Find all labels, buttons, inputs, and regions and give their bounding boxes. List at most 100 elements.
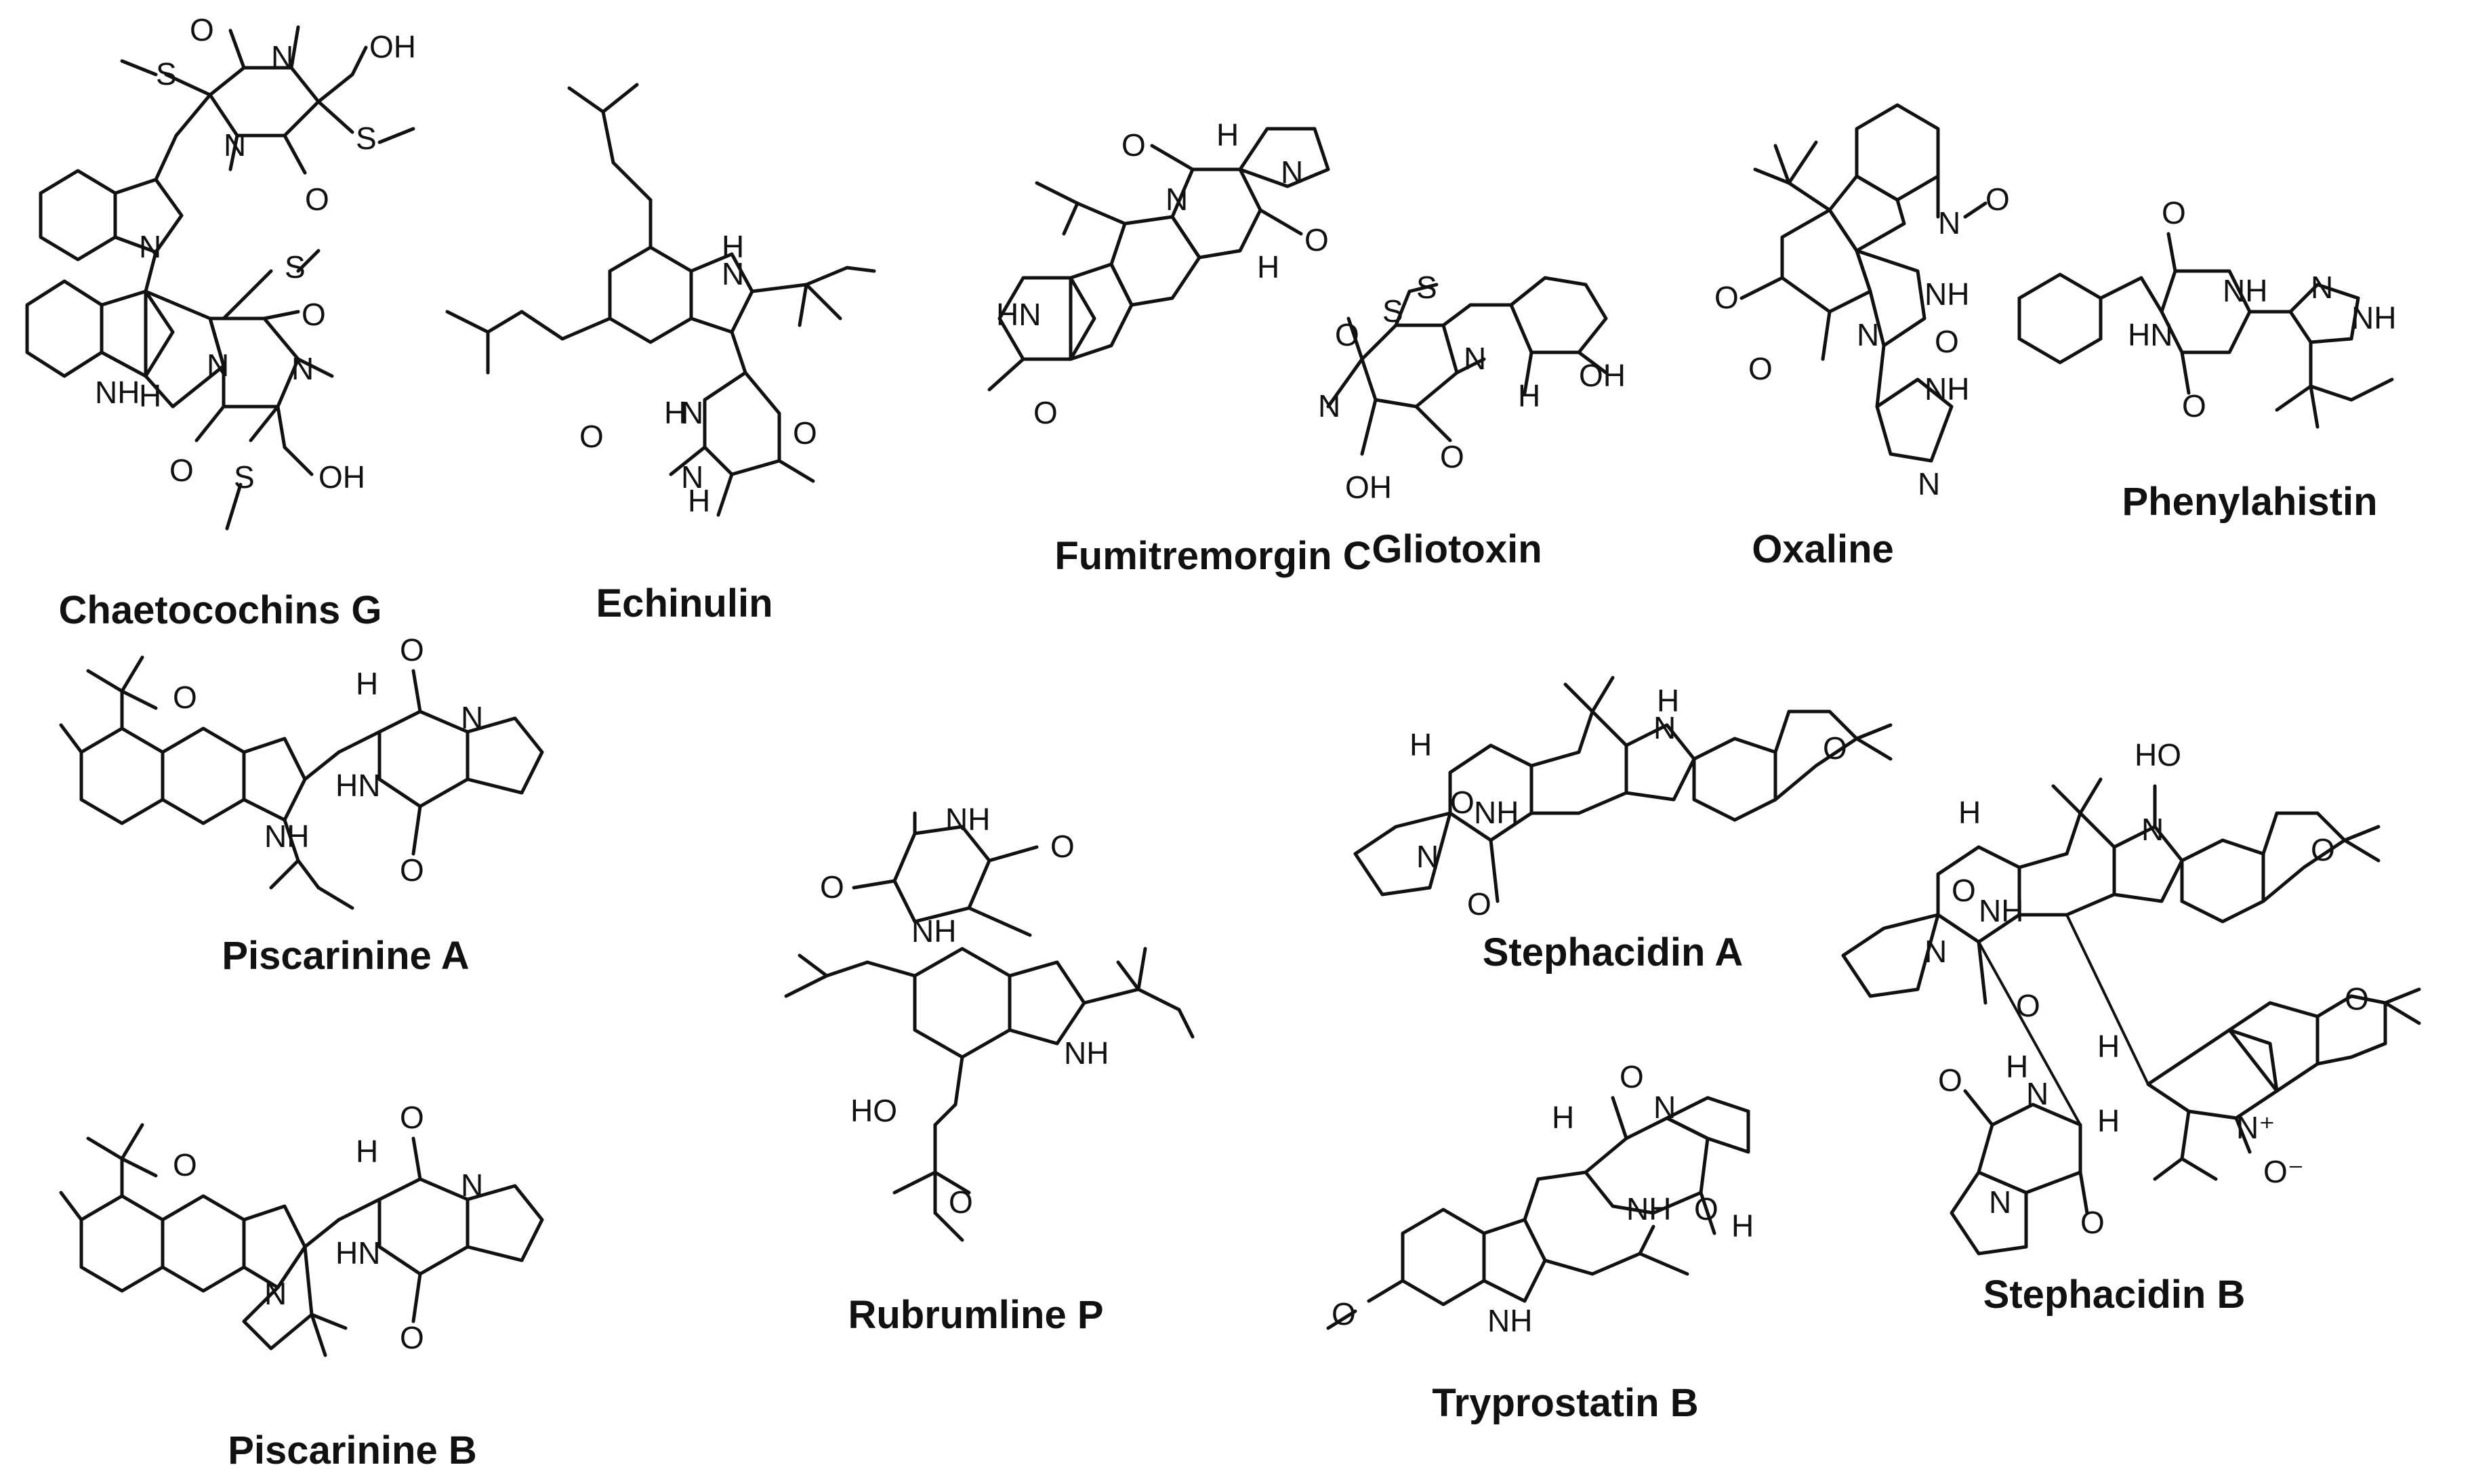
structure-rubrumline-p: NH O O NH NH HO O Rubrumline P [784, 802, 1195, 1337]
atom-o: O [949, 1184, 973, 1220]
atom-n: N [722, 256, 744, 291]
atom-s: S [1382, 293, 1403, 329]
atom-s: S [356, 121, 377, 156]
atom-nh: NH [1979, 893, 2023, 928]
atom-n: N [1464, 341, 1486, 376]
compound-name: Piscarinine B [228, 1428, 476, 1472]
atom-n: N [461, 700, 483, 735]
atom-hn: HN [335, 768, 380, 803]
atom-n: N [291, 351, 314, 386]
atom-o: O [1467, 886, 1491, 922]
atom-o: O [302, 297, 326, 332]
atom-n: N [1318, 388, 1340, 424]
atom-n: N [2141, 812, 2164, 847]
atom-nh: NH [1924, 276, 1969, 312]
atom-o: O [1332, 1296, 1356, 1332]
atom-s: S [156, 56, 177, 91]
atom-o: O [1985, 182, 2010, 217]
atom-h: H [356, 666, 378, 701]
atom-n: N [1989, 1184, 2011, 1220]
atom-o: O [400, 1320, 424, 1355]
compound-name: Rubrumline P [848, 1293, 1103, 1337]
compound-name: Fumitremorgin C [1054, 534, 1371, 578]
atom-n: N [1166, 182, 1188, 217]
atom-h: H [664, 395, 686, 430]
compound-name: Tryprostatin B [1432, 1381, 1698, 1425]
atom-nh: NH [2351, 300, 2396, 335]
atom-h: H [1958, 795, 1981, 830]
atom-o: O [820, 869, 844, 905]
atom-o-minus: O⁻ [2263, 1154, 2304, 1189]
compound-name: Echinulin [596, 581, 773, 625]
atom-o: O [1823, 730, 1847, 766]
atom-o: O [2345, 981, 2369, 1016]
structure-chaetocochins-g: S O N OH S N O N S O N NH H N O OH S Cha… [25, 12, 416, 632]
compound-name: Stephacidin A [1483, 930, 1744, 974]
atom-o: O [2162, 195, 2186, 230]
atom-o: O [1033, 395, 1058, 430]
atom-o: O [579, 419, 604, 454]
compound-name: Stephacidin B [1983, 1273, 2246, 1317]
atom-o: O [190, 12, 214, 47]
atom-oh: OH [1579, 358, 1626, 393]
atom-o: O [400, 1100, 424, 1135]
atom-h: H [356, 1134, 378, 1169]
atom-n-plus: N⁺ [2236, 1110, 2275, 1145]
atom-o: O [1304, 222, 1329, 257]
atom-s: S [1416, 270, 1437, 305]
atom-hn: HN [2128, 317, 2172, 352]
atom-n: N [2026, 1076, 2048, 1111]
atom-nh: NH [1474, 795, 1519, 830]
atom-n: N [207, 348, 229, 383]
atom-o: O [1938, 1063, 1962, 1098]
atom-h: H [1657, 683, 1679, 718]
atom-nh: NH [945, 802, 990, 837]
structure-gliotoxin: S S O N H OH N OH O Gliotoxin [1318, 270, 1626, 571]
atom-o: O [1450, 785, 1475, 820]
compound-name: Chaetocochins G [59, 588, 382, 632]
atom-o: O [1952, 873, 1976, 908]
atom-s: S [234, 459, 255, 495]
structure-piscarinine-b: H O O N HN N O Piscarinine B [59, 1100, 544, 1472]
atom-o: O [400, 852, 424, 888]
atom-oh: OH [1345, 470, 1392, 505]
atom-n: N [461, 1168, 483, 1203]
atom-n: N [681, 459, 703, 495]
atom-n: N [271, 39, 293, 75]
atom-o: O [793, 415, 817, 451]
atom-n: N [1281, 154, 1303, 190]
atom-o: O [1694, 1191, 1718, 1227]
atom-n: N [2311, 270, 2333, 305]
atom-n: N [1918, 466, 1940, 501]
structure-piscarinine-a: H O O N HN NH O Piscarinine A [59, 632, 544, 978]
atom-o: O [2016, 988, 2040, 1023]
atom-n: N [1653, 1090, 1676, 1125]
atom-h: H [1552, 1100, 1574, 1135]
atom-o: O [1440, 439, 1464, 474]
atom-n: N [1857, 317, 1879, 352]
atom-hn: HN [335, 1235, 380, 1271]
atom-n: N [1416, 839, 1439, 874]
atom-h: H [688, 483, 710, 518]
atom-n: N [264, 1276, 287, 1311]
compound-name: Gliotoxin [1372, 527, 1542, 571]
atom-n: N [1938, 205, 1960, 241]
atom-n: N [1653, 710, 1676, 745]
atom-hn: HN [996, 297, 1041, 332]
compound-name: Piscarinine A [222, 934, 469, 978]
atom-nh: NH [95, 375, 140, 410]
atom-h: H [139, 378, 161, 413]
atom-s: S [285, 249, 306, 285]
atom-o: O [1335, 317, 1359, 352]
atom-n: N [1924, 934, 1947, 969]
atom-o: O [2080, 1205, 2105, 1240]
atom-o: O [2182, 388, 2206, 424]
atom-o: O [2311, 832, 2335, 867]
atom-h: H [1216, 117, 1239, 152]
atom-oh: OH [369, 29, 416, 64]
structure-tryprostatin-b: O H N NH O H O NH Tryprostatin B [1326, 1059, 1754, 1425]
atom-nh: NH [1626, 1191, 1671, 1227]
atom-h: H [2097, 1103, 2120, 1138]
atom-o: O [1935, 324, 1959, 359]
atom-h: H [2006, 1049, 2028, 1084]
